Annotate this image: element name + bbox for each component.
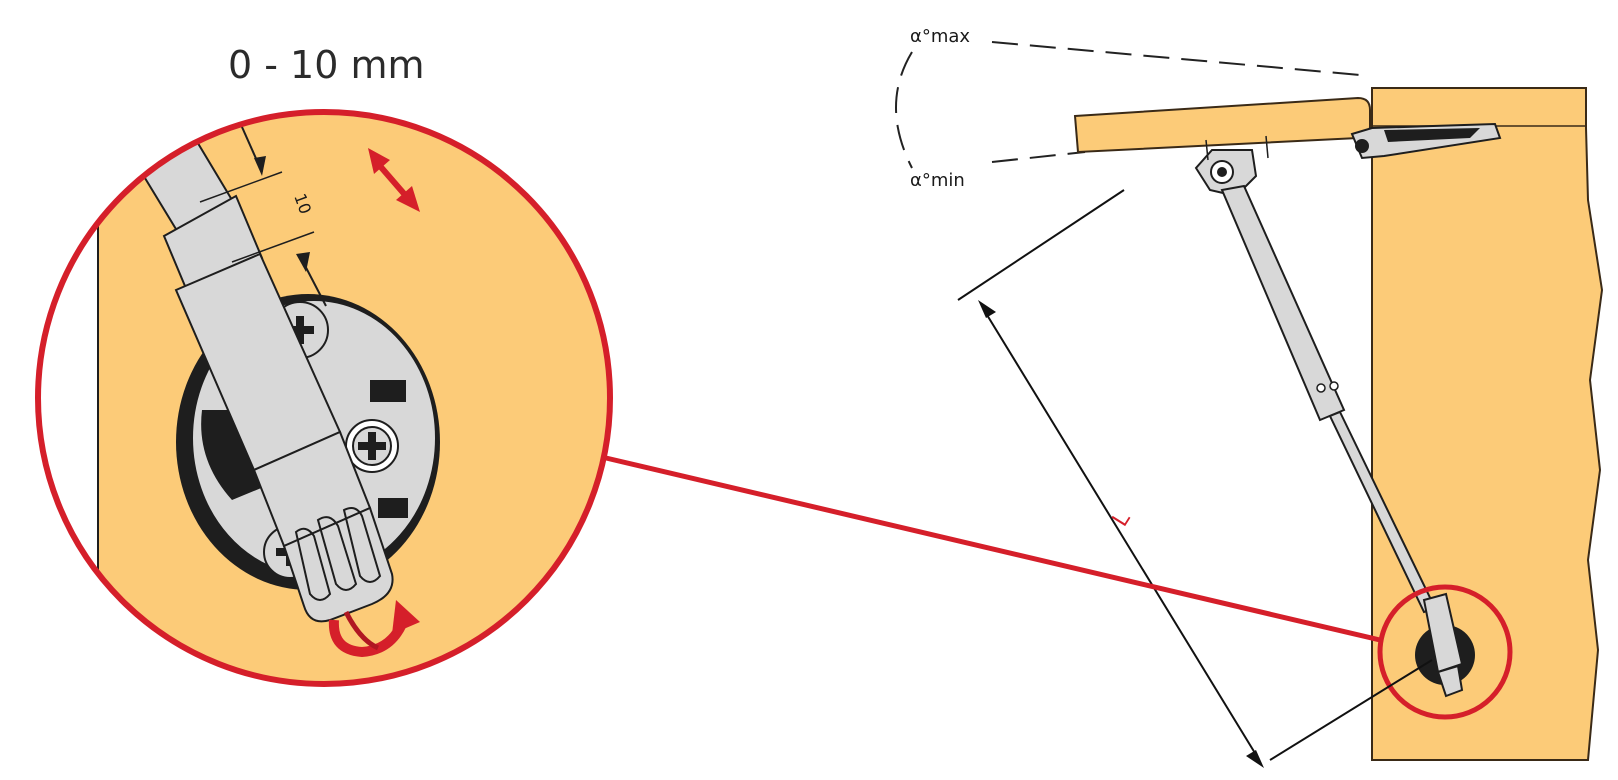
detail-callout-circle-small — [1377, 584, 1513, 720]
screw-right-icon — [345, 419, 399, 473]
detail-callout-circle-large — [35, 109, 613, 687]
hinge — [1350, 122, 1502, 160]
double-arrow-icon — [368, 148, 420, 212]
length-label: L — [1108, 507, 1136, 531]
cabinet-flap — [1073, 96, 1371, 154]
gas-strut — [1194, 135, 1475, 698]
angle-min-label: α°min — [910, 170, 965, 191]
detail-magnified-view: 10 — [38, 112, 610, 684]
detail-connector-line — [605, 455, 1381, 643]
cabinet-side-panel — [1371, 87, 1604, 761]
angle-max-label: α°max — [910, 26, 970, 47]
opening-angle-indicator: α°max α°min — [895, 26, 1361, 191]
adjustment-range-label: 0 - 10 mm — [228, 43, 425, 87]
rotate-arrow-icon — [328, 600, 420, 658]
